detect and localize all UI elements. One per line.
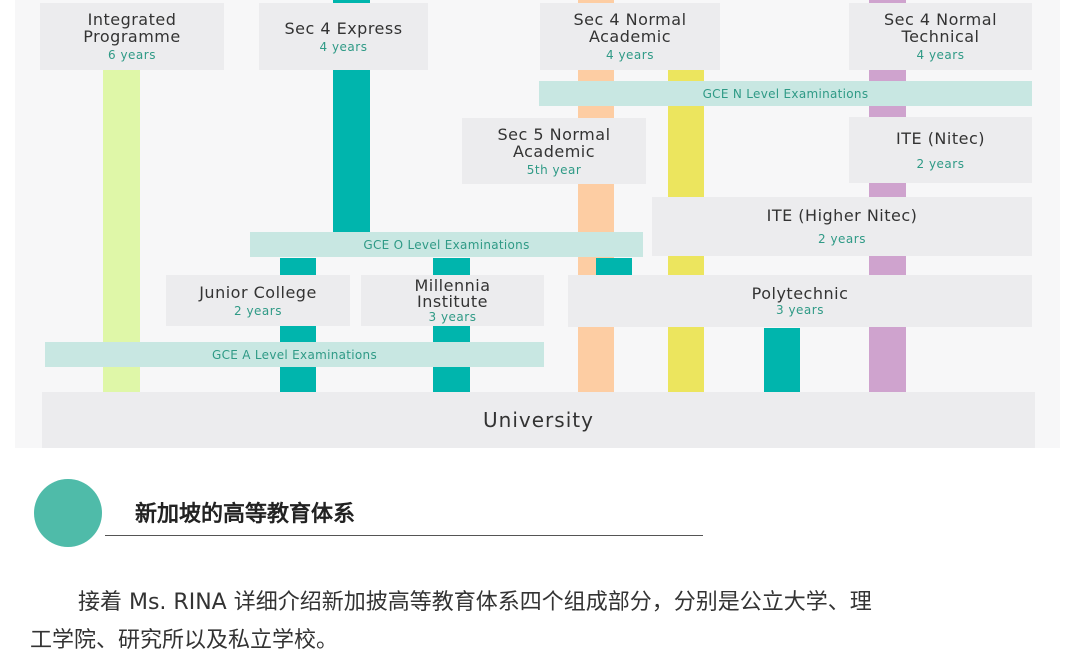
box-title: ITE (Higher Nitec) <box>766 206 918 225</box>
section-title: 新加坡的高等教育体系 <box>135 502 356 527</box>
education-pathway-diagram: Integrated Programme 6 years Sec 4 Expres… <box>15 0 1060 448</box>
box-years: 4 years <box>319 39 368 54</box>
box-title: University <box>483 407 594 432</box>
n-level-exam-band: GCE N Level Examinations <box>539 81 1032 106</box>
a-level-exam-band: GCE A Level Examinations <box>45 342 544 367</box>
integrated-programme-box: Integrated Programme 6 years <box>40 3 224 70</box>
box-years: 2 years <box>818 232 866 246</box>
box-years: 6 years <box>108 48 156 62</box>
box-years: 4 years <box>606 48 654 62</box>
box-years: 2 years <box>916 156 965 171</box>
box-title: ITE (Nitec) <box>896 128 985 148</box>
box-years: 3 years <box>776 303 824 317</box>
integrated-path-bar <box>103 70 140 392</box>
sec4-normal-academic-box: Sec 4 Normal Academic 4 years <box>540 3 720 70</box>
box-title: Millennia Institute <box>414 275 491 311</box>
section-divider <box>105 535 703 536</box>
box-title: Polytechnic <box>751 284 849 303</box>
box-years: 4 years <box>916 48 965 62</box>
sec5-poly-path-bar <box>596 258 632 275</box>
university-box: University <box>42 392 1035 448</box>
box-title: Junior College <box>199 282 317 302</box>
box-years: 5th year <box>526 162 582 177</box>
box-title: Sec 4 Normal Academic <box>573 10 687 46</box>
box-title: Sec 4 Express <box>284 18 403 38</box>
box-years: 2 years <box>234 303 282 318</box>
box-title: Sec 4 Normal Technical <box>883 10 998 46</box>
sec4-normal-technical-box: Sec 4 Normal Technical 4 years <box>849 3 1032 70</box>
o-level-exam-band: GCE O Level Examinations <box>250 232 643 257</box>
box-years: 3 years <box>428 309 477 324</box>
ite-higher-nitec-box: ITE (Higher Nitec) 2 years <box>652 197 1032 256</box>
ite-nitec-box: ITE (Nitec) 2 years <box>849 117 1032 183</box>
paragraph-line-1: 接着 Ms. RINA 详细介绍新加披高等教育体系四个组成部分，分别是公立大学、… <box>78 590 872 615</box>
poly-path-bar <box>764 328 800 392</box>
box-title: Integrated Programme <box>83 10 181 46</box>
box-title: Sec 5 Normal Academic <box>497 124 611 161</box>
section-bullet-circle <box>34 479 102 547</box>
paragraph-line-2: 工学院、研究所以及私立学校。 <box>30 628 339 653</box>
